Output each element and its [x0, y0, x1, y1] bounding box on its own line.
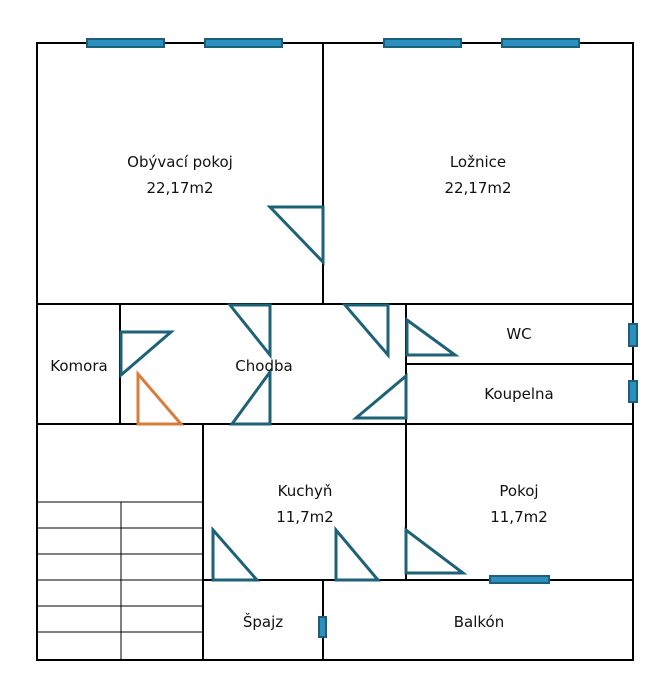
room-name-kuchyn: Kuchyň [278, 482, 333, 500]
door-icon [229, 367, 272, 426]
window-icon [318, 616, 327, 638]
room-area-pokoj: 11,7m2 [490, 508, 548, 526]
window-icon [628, 323, 638, 347]
room-name-chodba: Chodba [235, 357, 292, 375]
door-icon [404, 526, 468, 575]
room-name-komora: Komora [50, 357, 107, 375]
room-name-obyvaci: Obývací pokoj [127, 153, 233, 171]
room-name-spajz: Špajz [243, 612, 283, 631]
door-icon [266, 205, 325, 266]
door-icon [351, 372, 408, 420]
outer-wall [36, 42, 634, 661]
room-area-kuchyn: 11,7m2 [276, 508, 334, 526]
door-icon [334, 525, 382, 582]
door-icon [405, 317, 460, 357]
room-name-balkon: Balkón [454, 613, 505, 631]
stairs-icon [37, 501, 203, 660]
window-icon [489, 575, 550, 584]
door-highlight-icon [136, 369, 185, 426]
window-icon [86, 38, 165, 48]
room-name-pokoj: Pokoj [499, 482, 538, 500]
door-icon [341, 303, 390, 360]
room-name-wc: WC [506, 325, 531, 343]
windows [86, 38, 638, 638]
room-name-loznice: Ložnice [450, 153, 506, 171]
window-icon [383, 38, 462, 48]
window-icon [204, 38, 283, 48]
door-icon [119, 330, 176, 379]
window-icon [501, 38, 580, 48]
door-icon [226, 303, 272, 360]
doors [119, 205, 468, 582]
room-labels: Obývací pokoj 22,17m2 Ložnice 22,17m2 Ko… [50, 153, 553, 631]
window-icon [628, 380, 638, 403]
room-area-loznice: 22,17m2 [444, 179, 511, 197]
room-area-obyvaci: 22,17m2 [146, 179, 213, 197]
room-name-koupelna: Koupelna [484, 385, 553, 403]
door-icon [211, 526, 261, 582]
